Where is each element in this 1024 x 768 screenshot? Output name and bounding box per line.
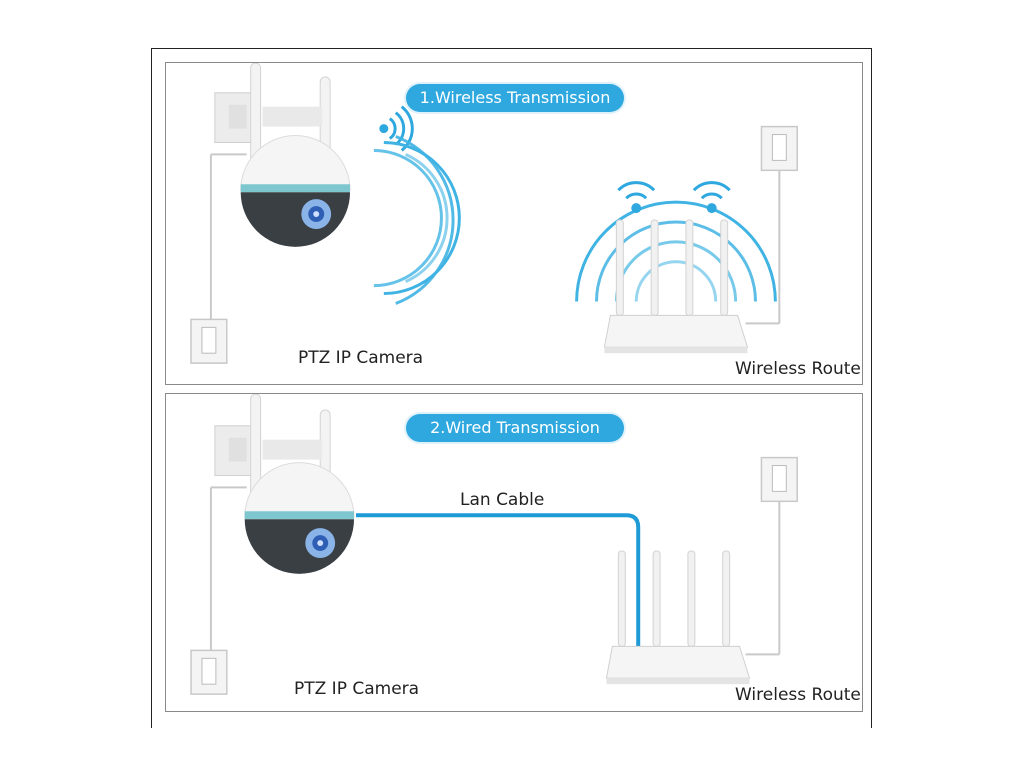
wireless-transmission-panel: 1.Wireless Transmission PTZ IP Camera Wi…: [165, 62, 863, 385]
camera-label: PTZ IP Camera: [298, 348, 424, 368]
ptz-camera-icon: [214, 63, 351, 247]
wireless-router-icon: [605, 550, 751, 685]
wall-outlet-icon: [745, 125, 798, 325]
router-label: Wireless Router: [735, 685, 863, 705]
wall-outlet-icon: [190, 153, 247, 364]
wifi-icon: [617, 181, 656, 214]
wired-transmission-title: 2.Wired Transmission: [406, 414, 624, 442]
router-waves-icon: [575, 200, 777, 302]
wall-outlet-icon: [190, 486, 247, 695]
wall-outlet-icon: [745, 456, 798, 656]
camera-label: PTZ IP Camera: [294, 679, 420, 699]
router-label: Wireless Router: [735, 359, 863, 379]
wired-transmission-panel: 2.Wired Transmission Lan Cable PTZ IP Ca…: [165, 393, 863, 712]
wired-diagram: [190, 394, 798, 695]
wireless-waves-icon: [373, 135, 461, 305]
wireless-diagram: [190, 63, 798, 364]
lan-cable: [355, 513, 641, 649]
wifi-icon: [692, 181, 731, 214]
wireless-transmission-title: 1.Wireless Transmission: [406, 84, 624, 112]
lan-cable-label: Lan Cable: [460, 490, 545, 510]
ptz-camera-icon: [214, 394, 355, 574]
wireless-router-icon: [603, 219, 749, 354]
